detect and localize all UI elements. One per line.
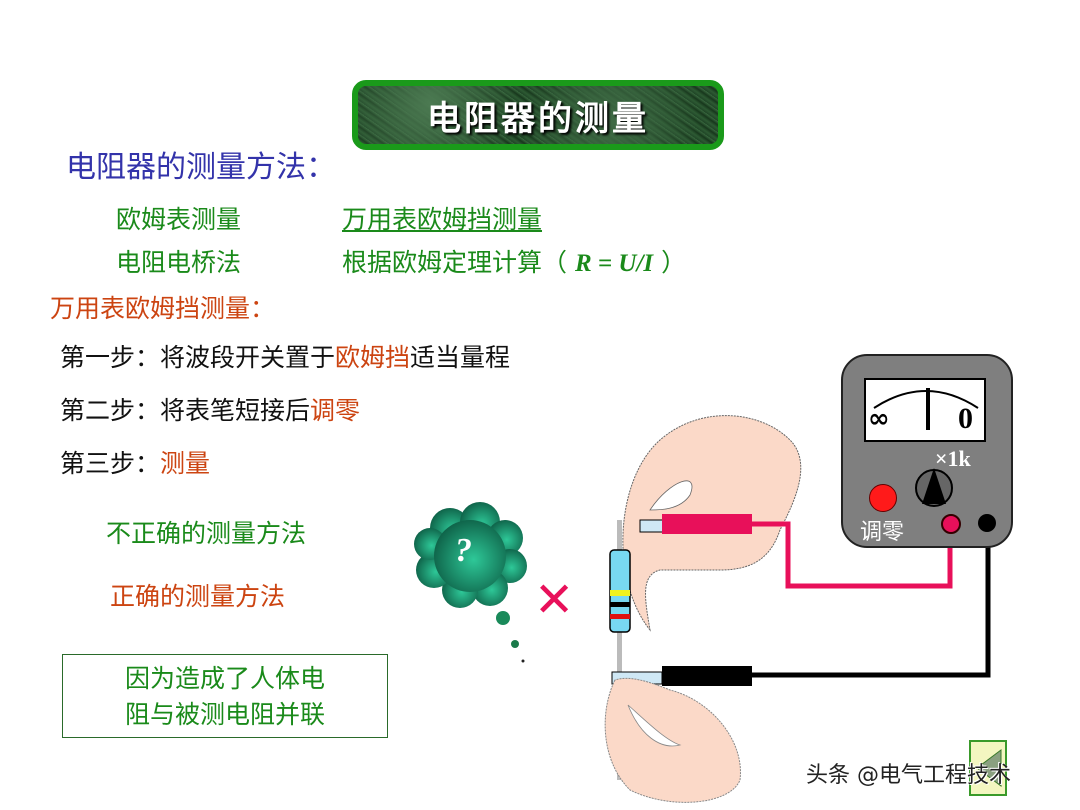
step-3-highlight: 测量 [160, 449, 211, 478]
wrong-x-icon: ✕ [534, 572, 575, 628]
method-ohms-law: 根据欧姆定理计算（ R = U/I ） [342, 243, 686, 279]
step-2-highlight: 调零 [310, 396, 361, 425]
meter-dial: ∞ 0 [864, 378, 986, 442]
range-knob[interactable] [912, 466, 956, 510]
formula-close: ） [661, 248, 687, 277]
range-label: ×1k [935, 446, 971, 471]
triangle-back-icon [976, 749, 1002, 787]
step-2: 第二步：将表笔短接后调零 [60, 391, 360, 427]
red-jack[interactable] [941, 514, 961, 534]
thought-bubble-icon [414, 502, 527, 663]
lower-hand-icon [604, 677, 741, 803]
question-mark: ? [455, 532, 472, 569]
black-lead-wire [752, 526, 991, 678]
watermark: 头条 @电气工程技术 [806, 763, 1011, 788]
red-lead-wire [752, 521, 953, 589]
explanation-line-1: 因为造成了人体电 [124, 664, 325, 693]
black-probe-icon [662, 666, 752, 686]
method-ohms-law-label: 根据欧姆定理计算（ [342, 248, 568, 277]
step-1-text: 第一步：将波段开关置于 [60, 343, 336, 372]
step-2-text: 第二步：将表笔短接后 [60, 396, 311, 425]
step-1-suffix: 适当量程 [410, 343, 511, 372]
methods-heading: 电阻器的测量方法： [66, 150, 336, 185]
slide-title: 电阻器的测量 [427, 98, 649, 139]
infinity-mark: ∞ [868, 404, 890, 434]
method-ohmmeter: 欧姆表测量 [116, 205, 242, 234]
step-3: 第三步：测量 [60, 444, 210, 480]
black-jack[interactable] [978, 514, 996, 532]
multimeter-heading: 万用表欧姆挡测量： [50, 294, 276, 323]
slide-title-banner: 电阻器的测量 [352, 80, 724, 150]
back-nav-button[interactable] [969, 740, 1007, 796]
correct-method-button[interactable]: 正确的测量方法 [110, 582, 286, 611]
zero-adjust-label: 调零 [860, 520, 905, 545]
explanation-line-2: 阻与被测电阻并联 [124, 700, 325, 729]
step-1-highlight: 欧姆挡 [335, 343, 411, 372]
zero-mark: 0 [958, 402, 973, 435]
measurement-diagram [604, 415, 991, 803]
formula: R = U/I [574, 250, 654, 277]
step-1: 第一步：将波段开关置于欧姆挡适当量程 [60, 338, 510, 374]
zero-adjust-knob[interactable] [869, 484, 897, 512]
step-3-text: 第三步： [60, 449, 161, 478]
method-multimeter-link[interactable]: 万用表欧姆挡测量 [342, 205, 543, 234]
method-bridge: 电阻电桥法 [116, 248, 242, 277]
explanation-box: 因为造成了人体电 阻与被测电阻并联 [62, 654, 388, 738]
incorrect-method-button[interactable]: 不正确的测量方法 [106, 519, 307, 548]
red-probe-icon [662, 514, 752, 534]
